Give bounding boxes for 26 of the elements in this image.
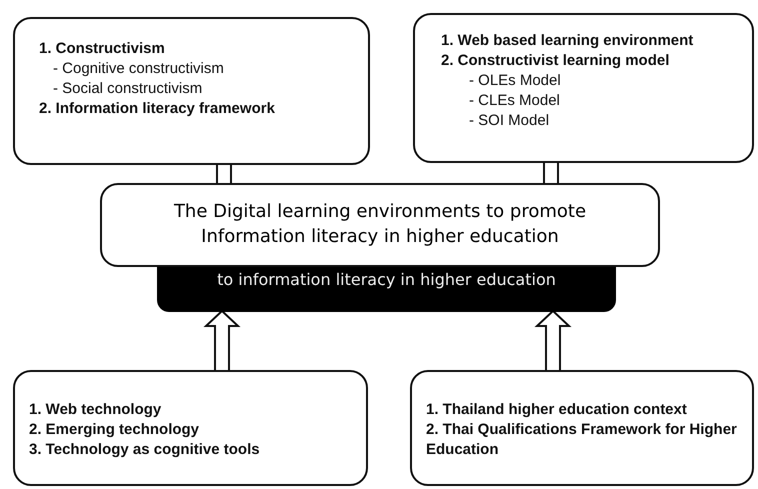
sub-item: - CLEs Model xyxy=(469,91,561,111)
rounded-box xyxy=(13,17,370,165)
rounded-box xyxy=(410,370,754,486)
block-arrow xyxy=(534,310,572,372)
list-item: 2. Thai Qualifications Framework for Higher Education xyxy=(426,420,738,460)
sub-item: - Social constructivism xyxy=(53,79,204,99)
list-item: 1. Web technology xyxy=(29,400,162,420)
list-item: 1. Constructivism xyxy=(39,39,166,59)
banner-text: to information literacy in higher education xyxy=(216,270,557,289)
list-item: 2. Information literacy framework xyxy=(39,99,276,119)
list-item: 2. Constructivist learning model xyxy=(441,51,670,71)
dark-rounded-box xyxy=(157,267,616,312)
sub-item: - Cognitive constructivism xyxy=(53,59,225,79)
block-connector xyxy=(216,163,232,185)
rounded-box xyxy=(13,370,368,486)
sub-item: - SOI Model xyxy=(469,111,550,131)
title-text: The Digital learning environments to promote Information literacy in higher education xyxy=(172,200,588,249)
list-item: 1. Web based learning environment xyxy=(441,31,694,51)
rounded-box xyxy=(100,183,660,267)
block-connector xyxy=(543,161,559,185)
list-item: 2. Emerging technology xyxy=(29,420,200,440)
rounded-box xyxy=(413,13,754,163)
list-item: 1. Thailand higher education context xyxy=(426,400,688,420)
block-arrow xyxy=(203,310,241,372)
list-item: 3. Technology as cognitive tools xyxy=(29,440,261,460)
sub-item: - OLEs Model xyxy=(469,71,562,91)
